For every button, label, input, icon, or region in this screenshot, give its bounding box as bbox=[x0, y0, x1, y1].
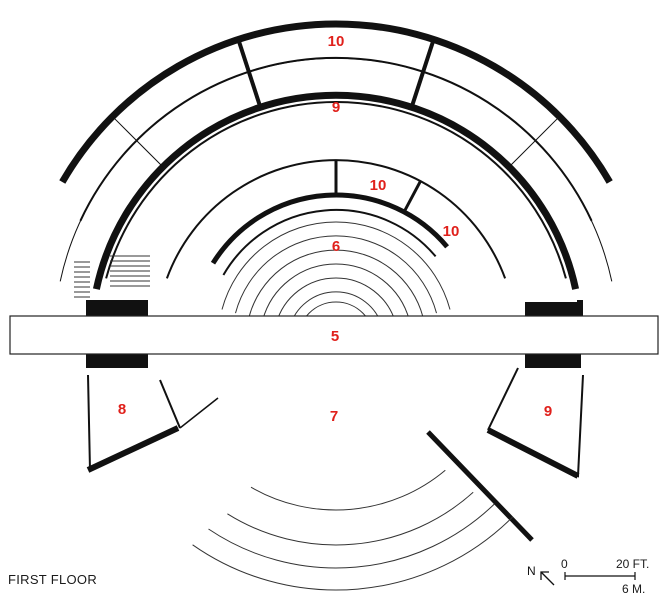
partition-wall bbox=[402, 180, 422, 213]
room-9-wall-thick bbox=[486, 427, 580, 479]
ring-wall-inner bbox=[105, 101, 567, 279]
entry-wall bbox=[426, 430, 534, 542]
room-label-auditorium: 6 bbox=[332, 238, 340, 255]
stair-block bbox=[525, 302, 581, 316]
room-label-outer-ring: 9 bbox=[332, 99, 340, 116]
scale-bar bbox=[564, 572, 636, 580]
stair-block bbox=[86, 354, 148, 368]
auditorium-row bbox=[275, 277, 397, 325]
north-label: N bbox=[527, 564, 536, 578]
auditorium-row bbox=[289, 291, 383, 328]
north-arrow-icon bbox=[540, 571, 555, 586]
courtyard-ring bbox=[192, 516, 514, 591]
inner-wall-thick bbox=[210, 192, 450, 265]
room-label-inner-right: 10 bbox=[443, 223, 460, 240]
courtyard-ring bbox=[208, 503, 495, 569]
auditorium-row bbox=[262, 263, 410, 321]
courtyard-ring bbox=[227, 491, 474, 546]
partition-thin bbox=[508, 116, 560, 168]
room-label-courtyard: 7 bbox=[330, 408, 338, 425]
stair-block bbox=[525, 354, 581, 368]
room-label-right-room: 9 bbox=[544, 403, 552, 420]
room-8-wall-thick bbox=[86, 425, 180, 473]
room-9-wall bbox=[487, 367, 519, 431]
inner-wall-line bbox=[222, 208, 437, 276]
courtyard-ring bbox=[250, 469, 446, 511]
partition-wall bbox=[236, 38, 263, 108]
auditorium-row bbox=[221, 221, 451, 310]
corridor-band bbox=[9, 315, 659, 355]
partition-thin bbox=[112, 116, 164, 168]
scale-meters-label: 6 M. bbox=[622, 582, 646, 596]
entry-line bbox=[179, 397, 219, 429]
room-label-inner-top: 10 bbox=[370, 177, 387, 194]
room-9-wall bbox=[487, 374, 584, 478]
room-8-wall bbox=[159, 379, 181, 429]
room-label-left-room: 8 bbox=[118, 401, 126, 418]
stair-block bbox=[86, 300, 148, 316]
floor-title: FIRST FLOOR bbox=[8, 572, 98, 587]
scale-zero-label: 0 bbox=[561, 557, 568, 571]
outer-thin-line bbox=[59, 57, 613, 282]
partition-wall bbox=[409, 38, 436, 108]
ring-wall-thick bbox=[92, 91, 580, 290]
auditorium-row bbox=[248, 249, 424, 317]
auditorium-row bbox=[235, 235, 437, 314]
scale-feet-label: 20 FT. bbox=[616, 557, 650, 571]
room-label-corridor: 5 bbox=[331, 328, 339, 345]
outer-shell-wall bbox=[59, 20, 613, 184]
room-label-outer-top: 10 bbox=[328, 33, 345, 50]
